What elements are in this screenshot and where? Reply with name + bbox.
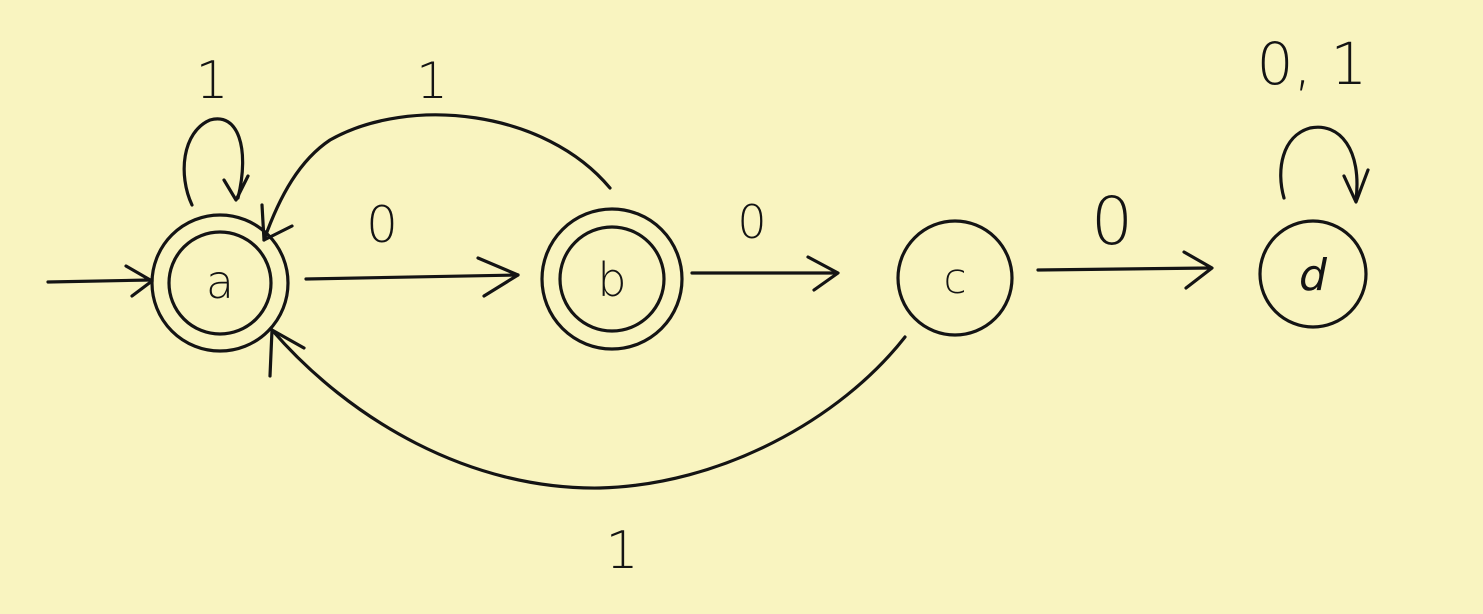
state-c-ring: [896, 219, 1014, 337]
state-a-inner-ring: [167, 230, 273, 336]
transition-a-b-label: 0: [366, 196, 398, 254]
state-d-ring: [1258, 219, 1368, 329]
transition-a-a: 1: [182, 51, 250, 207]
transition-c-d-label: 0: [1091, 183, 1133, 260]
transition-d-d-label: 0, 1: [1257, 30, 1368, 98]
state-b-inner-ring: [558, 225, 666, 333]
transition-a-b: 0: [304, 196, 520, 298]
start-arrow: [46, 264, 154, 298]
state-d: d: [1258, 219, 1368, 329]
transition-c-a-label: 1: [605, 521, 638, 581]
transition-b-c: 0: [690, 195, 840, 292]
state-b-outer-ring: [540, 207, 684, 351]
transition-b-a: 1: [260, 52, 612, 242]
state-d-label: d: [1299, 250, 1328, 301]
state-a-label: a: [206, 255, 234, 309]
state-b: b: [540, 207, 684, 351]
transition-b-c-label: 0: [737, 195, 766, 249]
state-b-label: b: [597, 253, 626, 307]
transition-a-a-label: 1: [195, 51, 228, 111]
state-c: c: [896, 219, 1014, 337]
transition-c-d: 0: [1036, 183, 1214, 290]
transition-d-d: 0, 1: [1257, 30, 1370, 204]
state-a: a: [150, 213, 290, 353]
transition-b-a-label: 1: [416, 52, 448, 110]
state-c-label: c: [943, 254, 966, 303]
state-a-outer-ring: [150, 213, 290, 353]
transition-c-a: 1: [268, 328, 907, 581]
